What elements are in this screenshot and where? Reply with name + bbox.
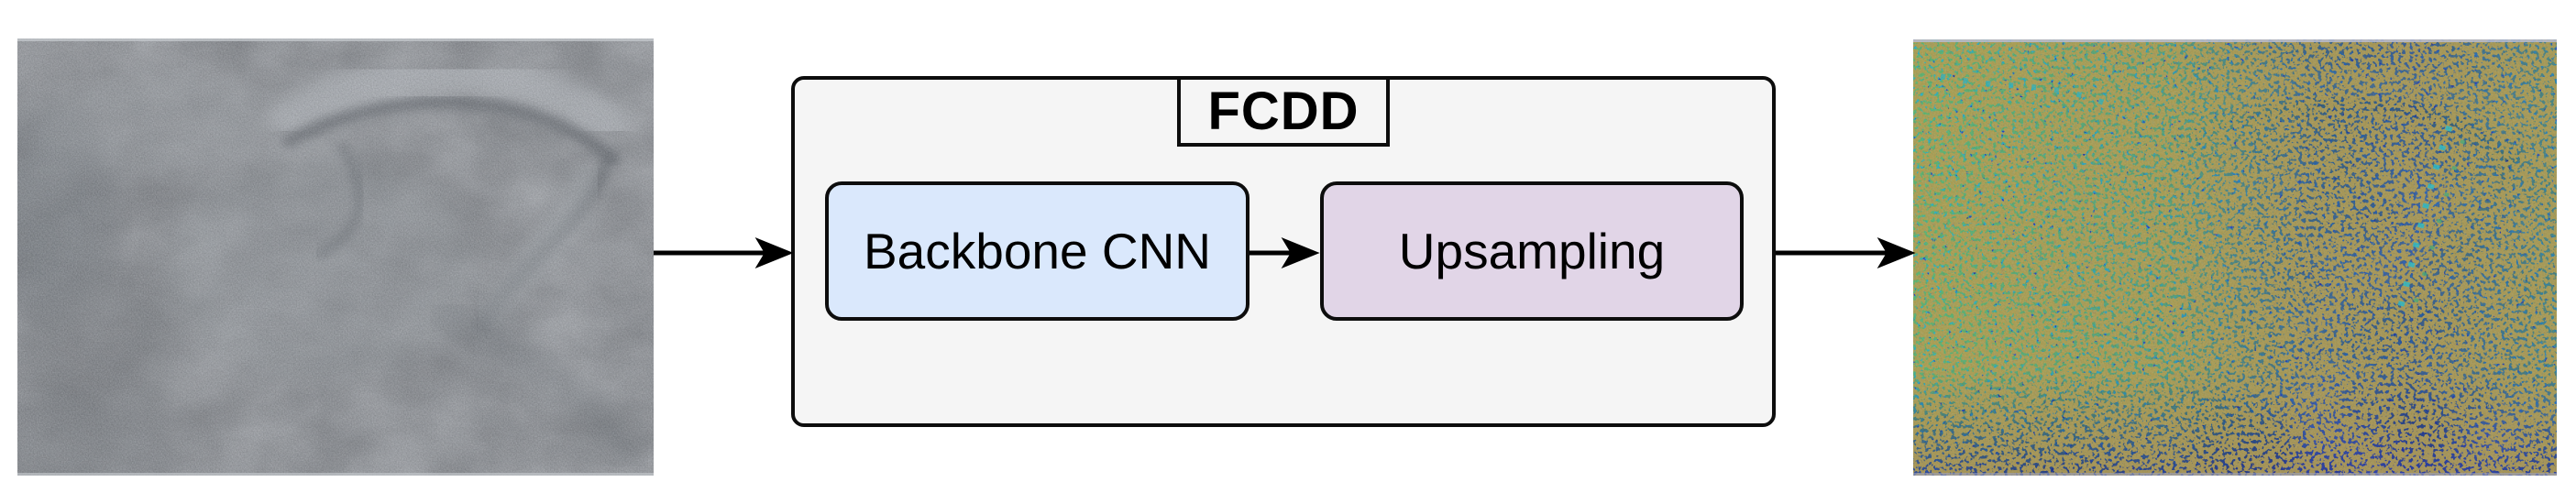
backbone-cnn-node: Backbone CNN xyxy=(825,181,1249,321)
backbone-cnn-node-label: Backbone CNN xyxy=(863,223,1212,279)
fcdd-title-label: FCDD xyxy=(1177,76,1390,147)
upsampling-node: Upsampling xyxy=(1320,181,1744,321)
input-texture-art xyxy=(17,38,654,476)
flow-arrow-input-to-fcdd xyxy=(654,236,794,269)
anomaly-heatmap-image xyxy=(1913,39,2557,476)
upsampling-node-label: Upsampling xyxy=(1398,223,1666,279)
flow-arrow-fcdd-to-heatmap xyxy=(1776,236,1916,269)
anomaly-heatmap-art xyxy=(1913,39,2557,476)
input-texture-photo xyxy=(17,38,654,476)
